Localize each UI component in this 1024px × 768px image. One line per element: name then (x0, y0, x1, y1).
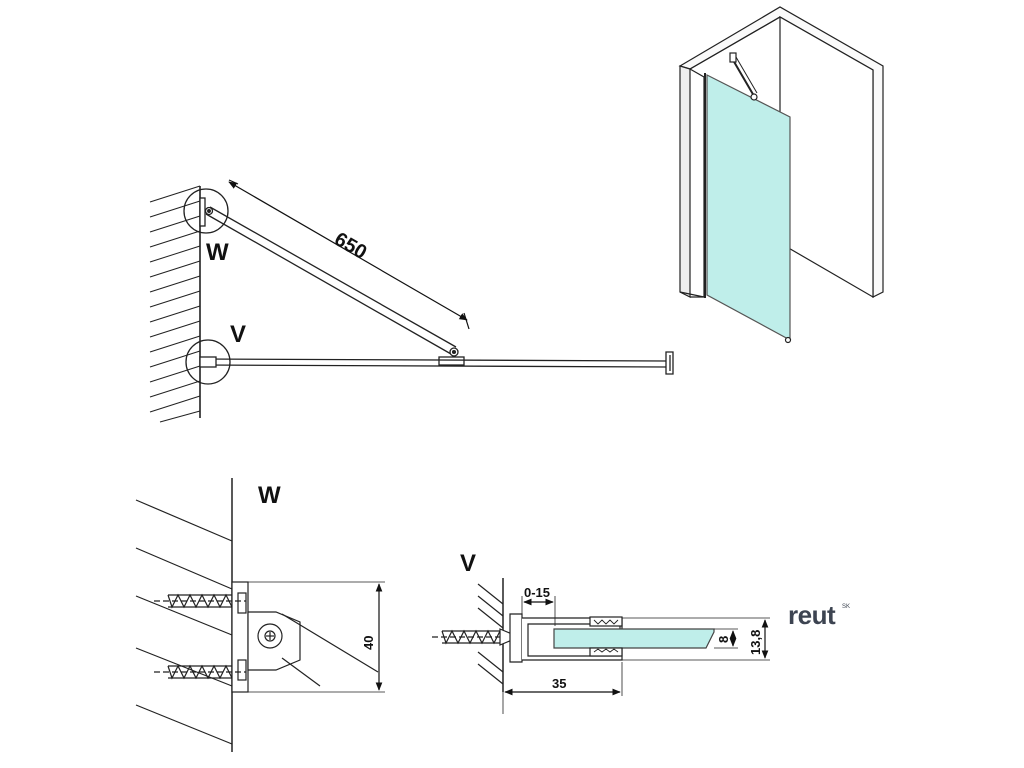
brand-name: reut (788, 600, 836, 630)
dowel-v (432, 628, 513, 646)
label-w-top: W (206, 239, 229, 266)
wall-hatching (149, 185, 201, 423)
detail-v-drawing (432, 578, 770, 714)
wall-profile-end (199, 356, 217, 368)
glass-panel-top (199, 358, 667, 362)
wall-bracket-plate (199, 197, 206, 227)
label-w-detail: W (258, 482, 281, 509)
brace-side-view (149, 185, 674, 423)
dimension-40-label: 40 (361, 636, 376, 650)
brace-rod-top (209, 206, 457, 348)
brand-logo: reut SK (788, 600, 850, 630)
dowel-top (154, 593, 246, 609)
u-profile (509, 613, 523, 663)
label-v-top: V (230, 321, 246, 348)
detail-v-circle (185, 339, 231, 385)
brace-arm-lower (281, 657, 321, 687)
shower-3d-view (678, 6, 884, 344)
dimension-650 (228, 179, 470, 330)
dimension-35-label: 35 (552, 676, 566, 691)
support-arm-3d (732, 59, 755, 97)
glass-in-profile (553, 628, 715, 649)
dimension-8-label: 8 (716, 636, 731, 643)
dimension-650-line (228, 181, 468, 321)
detail-w-circle (183, 188, 229, 234)
dimension-650-label: 650 (331, 228, 371, 264)
dimension-0-15-label: 0-15 (524, 585, 550, 600)
dowel-bottom (154, 664, 246, 680)
brace-arm-upper (281, 613, 379, 673)
brand-superscript: SK (842, 604, 850, 610)
detail-w-drawing (135, 478, 385, 752)
glass-panel-3d (706, 74, 791, 342)
glass-panel-bottom (199, 364, 667, 368)
label-v-detail: V (460, 550, 476, 577)
glass-clamp (438, 356, 465, 366)
dimension-13-8-label: 13,8 (748, 630, 763, 655)
side-wall (679, 65, 691, 298)
